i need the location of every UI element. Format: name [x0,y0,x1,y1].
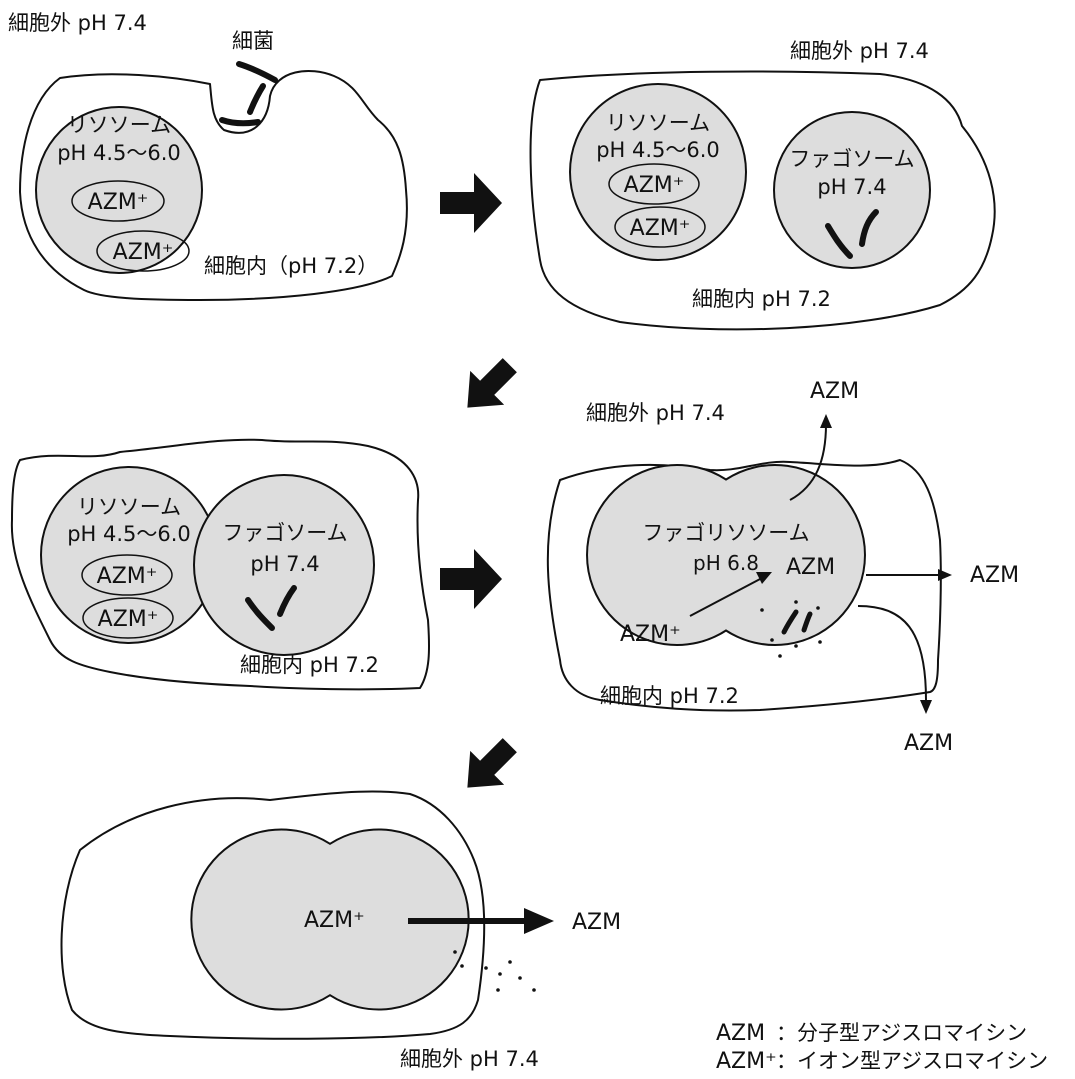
panel4-bacterium-fragment-2 [801,611,813,633]
panel4-azm-out-right: AZM [970,563,1019,588]
panel2-phagosome [773,111,931,269]
panel4-phagolysosome-ph: pH 6.8 [693,551,759,575]
panel4-debris-dots [760,600,822,658]
panel5-phagolysosome [190,828,470,1011]
panel4-azm-inside: AZM [786,555,835,580]
panel3-lysosome-ph: pH 4.5～6.0 [67,522,191,546]
panel4-azm-out-top: AZM [810,379,859,404]
panel1-azm-ion-1: AZM⁺ [88,190,149,215]
panel3-azm-ion-2: AZM⁺ [98,607,159,632]
panel3-phagosome-ph: pH 7.4 [250,552,319,576]
panel4-efflux-arrow-bottom [857,605,927,701]
panel1-azm-ion-ellipse-1 [71,180,165,222]
panel3-bacterium-mark-1 [245,597,275,631]
arrow-right-1 [440,173,502,233]
panel4-intracellular-label: 細胞内 pH 7.2 [600,684,739,708]
panel5-debris-dots [453,950,536,992]
panel2-phagosome-name: ファゴソーム [789,147,914,171]
panel2-bacterium-mark-1 [825,223,853,259]
panel2-bacterium-mark-2 [859,209,879,247]
panel4-bacterium-fragment-1 [781,609,799,635]
panel5-azm-ion: AZM⁺ [304,908,365,933]
panel3-lysosome-name: リソソーム [77,495,181,519]
arrow-right-2 [440,549,502,609]
panel1-intracellular-label: 細胞内（pH 7.2） [204,254,378,278]
panel4-azm-out-bottom: AZM [904,731,953,756]
panel2-lysosome-name: リソソーム [606,111,710,135]
panel-1-phagocytosis: 細胞外 pH 7.4 細菌 リソソーム pH 4.5～6.0 AZM⁺ AZM⁺… [8,11,408,301]
panel3-azm-ion-1: AZM⁺ [97,564,158,589]
panel3-bacterium-mark-2 [277,585,297,617]
panel3-intracellular-label: 細胞内 pH 7.2 [240,653,379,677]
panel4-phagolysosome-name: ファゴリソソーム [642,521,809,545]
panel1-extracellular-label: 細胞外 pH 7.4 [8,11,147,35]
panel2-intracellular-label: 細胞内 pH 7.2 [692,287,831,311]
panel-2-phagosome: 細胞外 pH 7.4 リソソーム pH 4.5～6.0 AZM⁺ AZM⁺ ファ… [529,39,996,331]
panel2-azm-ion-2: AZM⁺ [630,216,691,241]
panel1-azm-ion-2: AZM⁺ [113,240,174,265]
legend: AZM ：分子型アジスロマイシン AZM⁺ ：イオン型アジスロマイシン [716,1021,1048,1074]
panel1-lysosome [35,106,203,274]
bacterium-mark-2 [247,83,266,115]
panel3-phagosome-name: ファゴソーム [222,521,347,545]
panel1-lysosome-name: リソソーム [67,113,171,137]
panel4-efflux-arrowhead-top [820,414,832,428]
panel1-azm-ion-ellipse-2 [96,230,190,272]
bacterium-mark-1 [236,61,278,83]
panel3-azm-ion-ellipse-1 [81,554,173,596]
panel4-phagolysosome [586,464,866,646]
panel2-azm-ion-ellipse-2 [614,206,706,248]
panel4-efflux-arrowhead-bottom [920,700,932,714]
panel4-extracellular-label: 細胞外 pH 7.4 [586,401,725,425]
panel2-lysosome-ph: pH 4.5～6.0 [596,138,720,162]
panel5-release-arrowhead [524,908,554,934]
panel4-efflux-arrow-top [789,423,827,501]
legend-desc-molecular: ：分子型アジスロマイシン [776,1021,1027,1045]
panel2-extracellular-label: 細胞外 pH 7.4 [790,39,929,63]
legend-term-ionic: AZM⁺ [716,1049,777,1074]
panel-4-phagolysosome: 細胞外 pH 7.4 ファゴリソソーム pH 6.8 AZM AZM⁺ AZM … [546,379,1019,756]
panel-3-fusion: リソソーム pH 4.5～6.0 AZM⁺ AZM⁺ ファゴソーム pH 7.4… [10,438,431,691]
panel4-efflux-arrowhead-right [938,569,952,581]
panel4-azm-ion: AZM⁺ [620,622,681,647]
panel3-phagosome [193,474,375,656]
panel2-phagosome-ph: pH 7.4 [817,175,886,199]
bacterium-label: 細菌 [232,29,274,53]
panel2-azm-ion-ellipse-1 [608,163,700,205]
arrow-down-left-2 [467,738,517,788]
arrow-down-left-1 [467,358,517,408]
panel1-lysosome-ph: pH 4.5～6.0 [57,141,181,165]
panel3-azm-ion-ellipse-2 [82,597,174,639]
panel-5-release: AZM⁺ AZM 細胞外 pH 7.4 [60,790,621,1071]
panel5-azm-out: AZM [572,910,621,935]
panel5-extracellular-label: 細胞外 pH 7.4 [400,1047,539,1071]
legend-desc-ionic: ：イオン型アジスロマイシン [776,1049,1048,1073]
bacterium-mark-3 [219,117,261,127]
panel2-azm-ion-1: AZM⁺ [624,173,685,198]
panel4-conversion-arrow [689,577,763,617]
legend-term-molecular: AZM [716,1021,765,1046]
panel4-conversion-arrowhead [756,572,772,584]
panel2-lysosome [569,83,747,261]
